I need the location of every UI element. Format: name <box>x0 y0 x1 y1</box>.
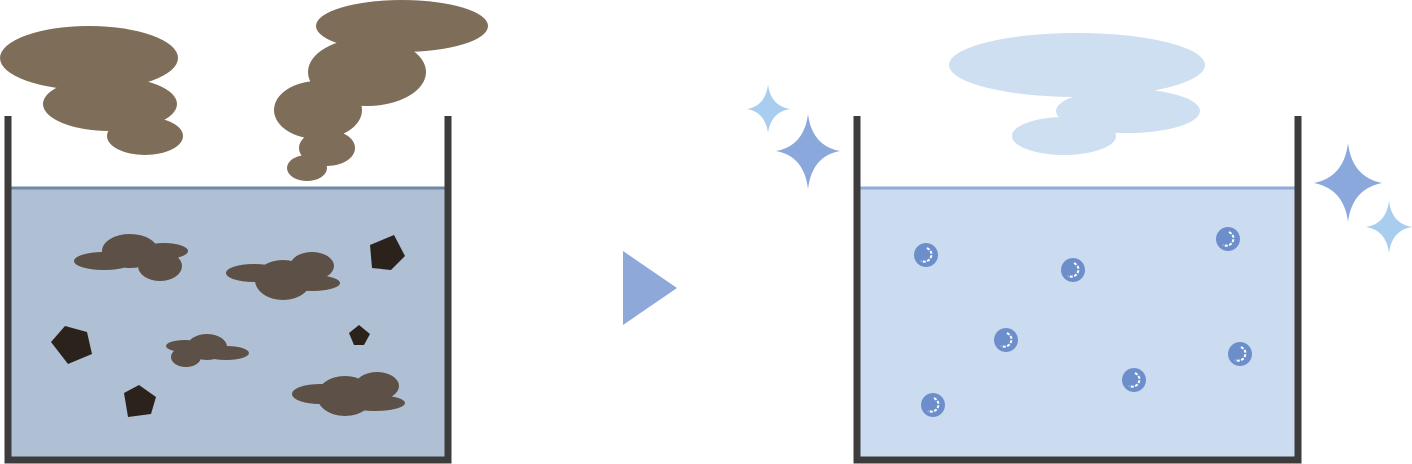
sludge-blob <box>292 372 405 416</box>
polluted-water-tank-icon <box>4 116 452 464</box>
dirty-smoke-cloud <box>0 26 183 155</box>
bubble <box>1061 258 1085 282</box>
bubble <box>1122 368 1146 392</box>
debris-rock <box>124 385 156 417</box>
clean-vapor-cloud <box>949 33 1205 155</box>
debris-rock <box>349 325 370 345</box>
sparkle-icon <box>1314 143 1382 222</box>
sparkle-icon <box>776 114 840 189</box>
tank-wall <box>4 116 452 464</box>
sludge-blob <box>226 252 340 300</box>
tank-wall <box>853 116 1302 464</box>
bubble <box>1228 342 1252 366</box>
bubble <box>921 393 945 417</box>
transition-arrow-icon <box>623 251 677 325</box>
bubble-group <box>914 227 1252 417</box>
purified-water-tank-icon <box>853 116 1302 464</box>
sparkle-icon <box>747 85 790 133</box>
bubble <box>1216 227 1240 251</box>
dirty-water <box>11 188 445 458</box>
bubble <box>994 328 1018 352</box>
debris-rock <box>370 235 405 270</box>
debris-rock <box>51 326 92 364</box>
dirty-smoke-cloud <box>274 0 488 181</box>
bubble <box>914 243 938 267</box>
sludge-blob <box>166 334 249 367</box>
sludge-blob <box>74 234 188 281</box>
sparkle-icon <box>1366 201 1412 253</box>
